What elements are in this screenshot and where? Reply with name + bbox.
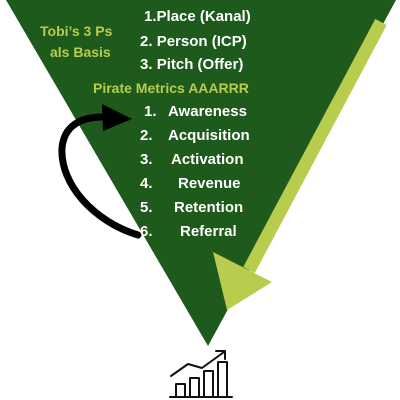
list-item-number: 6. bbox=[140, 223, 153, 240]
list-item-label: Awareness bbox=[168, 103, 247, 120]
bar-chart-growth-icon bbox=[169, 350, 233, 398]
list-item-number: 2. bbox=[140, 127, 153, 144]
list-item-label: Activation bbox=[171, 151, 244, 168]
side-label-line-2: als Basis bbox=[50, 44, 111, 60]
list-item-number: 3. bbox=[140, 56, 153, 73]
side-label-line-1: Tobi’s 3 Ps bbox=[40, 23, 113, 39]
list-item-number: 1. bbox=[144, 103, 157, 120]
curved-return-arrow-icon bbox=[58, 104, 142, 239]
list-item: 1.Place (Kanal) bbox=[144, 9, 251, 24]
list-item-number: 3. bbox=[140, 151, 153, 168]
list-item-label: Retention bbox=[174, 199, 244, 216]
list-item-label: Acquisition bbox=[168, 127, 250, 144]
pirate-metrics-title: Pirate Metrics AAARRR bbox=[93, 80, 249, 96]
list-item-label: Pitch (Offer) bbox=[156, 56, 244, 73]
list-item-number: 2. bbox=[140, 33, 153, 50]
list-item-number: 5. bbox=[140, 199, 153, 216]
list-item-label: Referral bbox=[180, 223, 237, 240]
list-item-number: 1. bbox=[144, 8, 157, 25]
diagonal-down-arrow-icon bbox=[213, 18, 387, 310]
list-item-number: 4. bbox=[140, 175, 153, 192]
list-item: 2. Person (ICP) bbox=[140, 34, 247, 49]
list-item-label: Revenue bbox=[178, 175, 241, 192]
funnel-triangle bbox=[6, 0, 396, 346]
list-item-label: Person (ICP) bbox=[156, 33, 247, 50]
list-item: 3. Pitch (Offer) bbox=[140, 57, 243, 72]
list-item-label: Place (Kanal) bbox=[156, 8, 251, 25]
